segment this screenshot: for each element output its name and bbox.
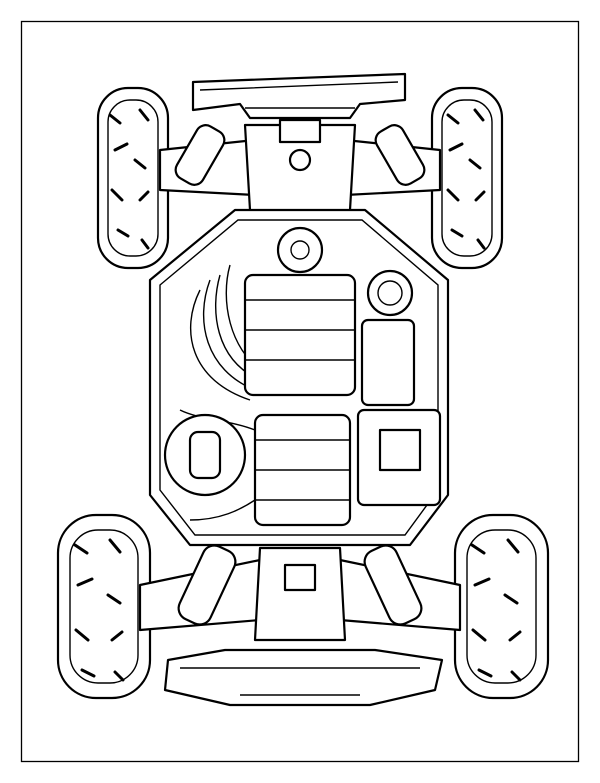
electronics-box [356, 408, 442, 507]
front-bumper [163, 648, 444, 707]
front-left-wheel [56, 513, 152, 700]
page-border [20, 20, 580, 763]
rear-wing [191, 72, 407, 120]
battery-upper [243, 273, 357, 397]
front-right-wheel [453, 513, 550, 700]
rear-suspension [158, 118, 442, 224]
front-suspension [138, 544, 462, 642]
wiring [179, 264, 263, 521]
servo-cylinder [360, 269, 416, 407]
motor [163, 413, 247, 497]
rear-right-wheel [430, 86, 504, 270]
rear-left-wheel [96, 86, 170, 270]
battery-lower [253, 413, 352, 527]
